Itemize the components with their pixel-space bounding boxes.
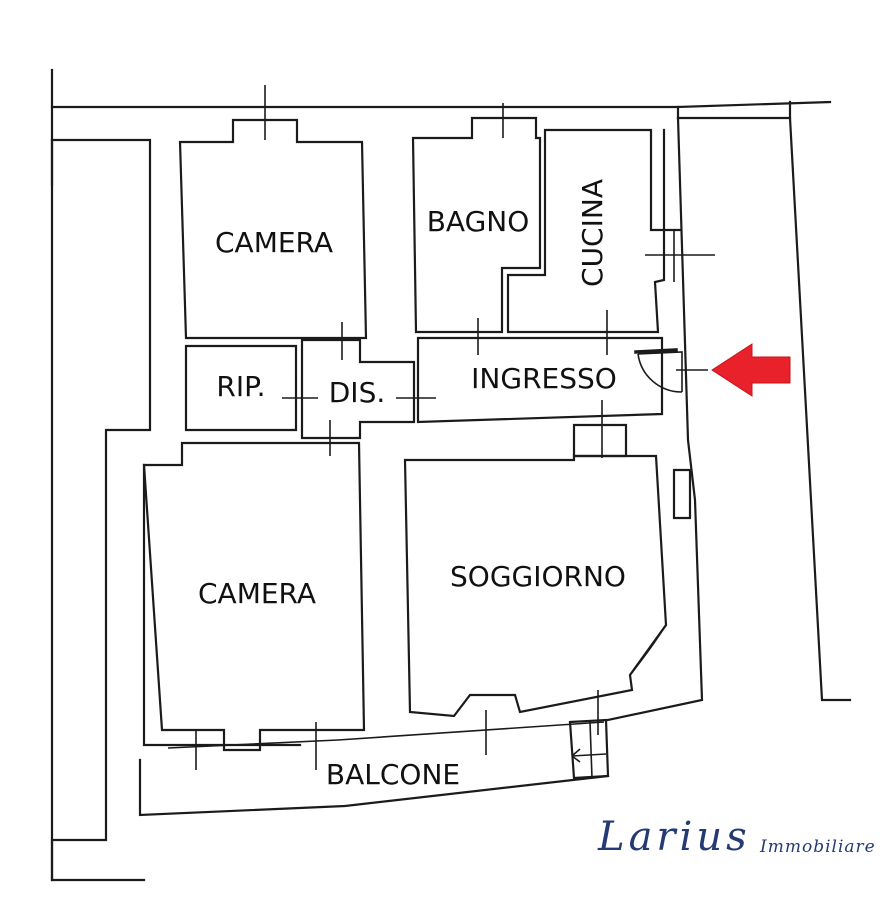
room-label-camera-bottom: CAMERA [198, 577, 316, 610]
arrow-left-icon [711, 343, 791, 397]
room-label-balcone: BALCONE [326, 758, 460, 791]
room-label-dis: DIS. [329, 376, 386, 409]
room-label-soggiorno: SOGGIORNO [450, 560, 626, 593]
room-label-rip: RIP. [216, 370, 265, 403]
room-label-ingresso: INGRESSO [471, 362, 617, 395]
door-markers [195, 85, 715, 770]
interior-walls [142, 116, 692, 780]
room-labels: CAMERA BAGNO CUCINA RIP. DIS. INGRESSO C… [198, 179, 626, 791]
brand-logo: Larius Immobiliare [597, 814, 876, 860]
brand-tagline: Immobiliare [759, 837, 876, 857]
outer-walls [50, 68, 852, 882]
entrance-arrow [711, 343, 791, 397]
room-label-cucina: CUCINA [576, 179, 609, 287]
room-label-camera-top: CAMERA [215, 226, 333, 259]
room-label-bagno: BAGNO [427, 205, 530, 238]
brand-name: Larius [597, 814, 751, 860]
